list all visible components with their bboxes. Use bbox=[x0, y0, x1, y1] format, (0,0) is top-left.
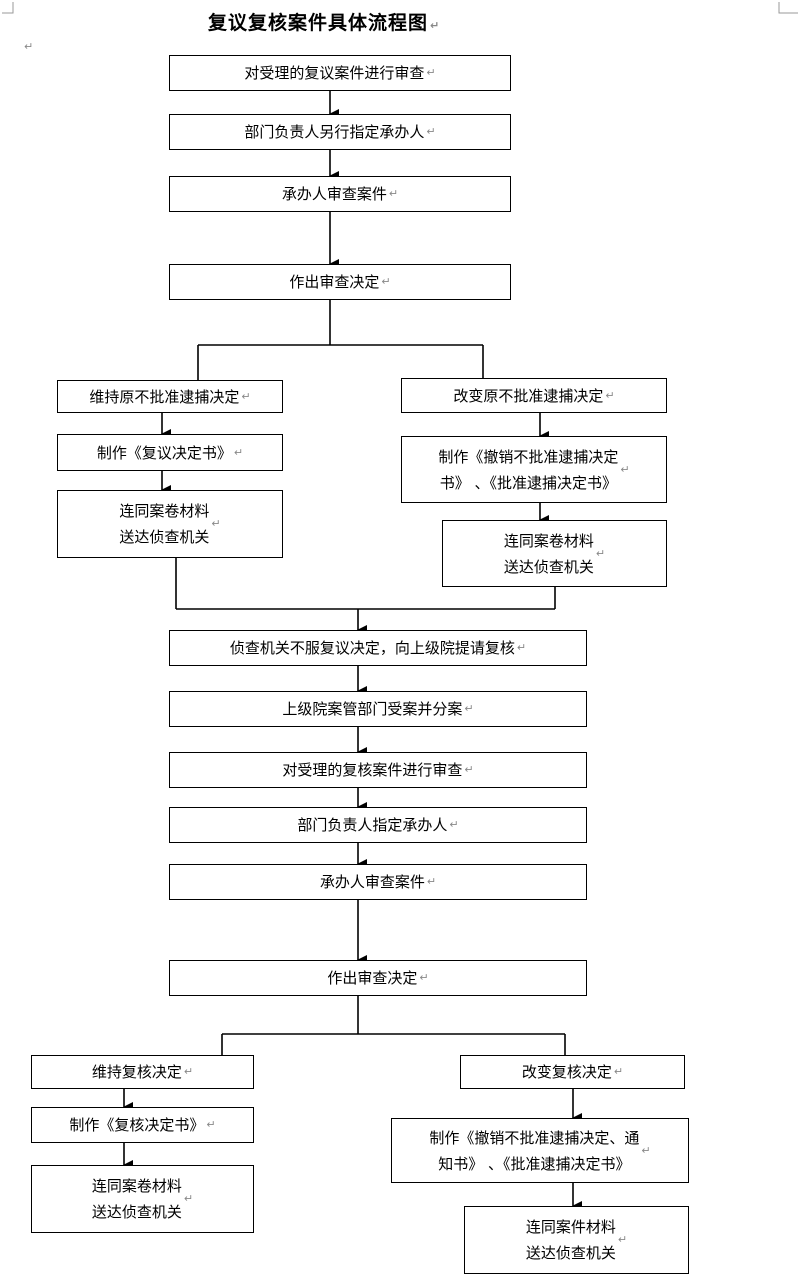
node-review-decision-2: 作出审查决定↵ bbox=[169, 960, 587, 996]
paragraph-mark-icon: ↵ bbox=[613, 1065, 624, 1078]
crop-mark-icon bbox=[778, 2, 798, 14]
paragraph-mark-icon: ↵ bbox=[426, 125, 436, 138]
paragraph-mark-icon: ↵ bbox=[449, 818, 459, 831]
node-deliver-materials-left-1: 连同案卷材料 送达侦查机关↵ bbox=[57, 490, 283, 558]
paragraph-mark-icon: ↵ bbox=[464, 763, 474, 776]
node-review-decision-1: 作出审查决定↵ bbox=[169, 264, 511, 300]
paragraph-mark-icon: ↵ bbox=[211, 517, 221, 530]
paragraph-mark-icon: ↵ bbox=[241, 389, 251, 403]
paragraph-mark-icon: ↵ bbox=[183, 1065, 194, 1078]
paragraph-mark-icon: ↵ bbox=[464, 702, 474, 715]
paragraph-mark-icon: ↵ bbox=[430, 19, 441, 32]
node-assign-handler: 部门负责人指定承办人↵ bbox=[169, 807, 587, 843]
paragraph-mark-icon: ↵ bbox=[233, 445, 244, 459]
node-maintain-recheck-decision: 维持复核决定↵ bbox=[31, 1055, 254, 1089]
paragraph-mark-icon: ↵ bbox=[206, 1118, 216, 1131]
node-deliver-materials-right-1: 连同案卷材料 送达侦查机关↵ bbox=[442, 520, 667, 587]
crop-mark-icon bbox=[2, 2, 14, 14]
node-change-recheck-decision: 改变复核决定↵ bbox=[460, 1055, 685, 1089]
paragraph-mark-icon: ↵ bbox=[426, 66, 436, 79]
node-reassign-handler: 部门负责人另行指定承办人↵ bbox=[169, 114, 511, 150]
paragraph-mark-icon: ↵ bbox=[183, 1192, 194, 1205]
node-review-reconsideration-case: 对受理的复议案件进行审查↵ bbox=[169, 55, 511, 91]
node-make-revocation-documents-1: 制作《撤销不批准逮捕决定 书》 、《批准逮捕决定书》↵ bbox=[401, 436, 667, 503]
paragraph-mark-icon: ↵ bbox=[381, 275, 391, 288]
node-maintain-original-decision: 维持原不批准逮捕决定↵ bbox=[57, 380, 283, 413]
node-make-recheck-document: 制作《复核决定书》↵ bbox=[31, 1107, 254, 1143]
paragraph-mark-icon: ↵ bbox=[516, 641, 527, 654]
node-change-original-decision: 改变原不批准逮捕决定↵ bbox=[401, 378, 667, 413]
node-request-superior-review: 侦查机关不服复议决定，向上级院提请复核↵ bbox=[169, 630, 587, 666]
paragraph-mark-icon: ↵ bbox=[641, 1143, 651, 1157]
paragraph-mark-icon: ↵ bbox=[426, 875, 437, 888]
node-handler-review-2: 承办人审查案件↵ bbox=[169, 864, 587, 900]
paragraph-mark-icon: ↵ bbox=[595, 546, 606, 560]
node-handler-review-1: 承办人审查案件↵ bbox=[169, 176, 511, 212]
node-review-recheck-case: 对受理的复核案件进行审查↵ bbox=[169, 752, 587, 788]
paragraph-mark-icon: ↵ bbox=[388, 187, 399, 200]
node-deliver-materials-left-2: 连同案卷材料 送达侦查机关↵ bbox=[31, 1165, 254, 1233]
paragraph-mark-icon: ↵ bbox=[605, 388, 615, 402]
paragraph-mark-icon: ↵ bbox=[24, 40, 34, 53]
paragraph-mark-icon: ↵ bbox=[419, 971, 429, 984]
page-title: 复议复核案件具体流程图↵ bbox=[208, 12, 441, 34]
paragraph-mark-icon: ↵ bbox=[620, 462, 630, 476]
node-make-reconsideration-document: 制作《复议决定书》↵ bbox=[57, 434, 283, 471]
node-make-revocation-documents-2: 制作《撤销不批准逮捕决定、通 知书》 、《批准逮捕决定书》↵ bbox=[391, 1118, 689, 1183]
node-deliver-materials-right-2: 连同案件材料 送达侦查机关↵ bbox=[464, 1206, 689, 1274]
node-case-management-intake: 上级院案管部门受案并分案↵ bbox=[169, 691, 587, 727]
paragraph-mark-icon: ↵ bbox=[617, 1233, 628, 1246]
